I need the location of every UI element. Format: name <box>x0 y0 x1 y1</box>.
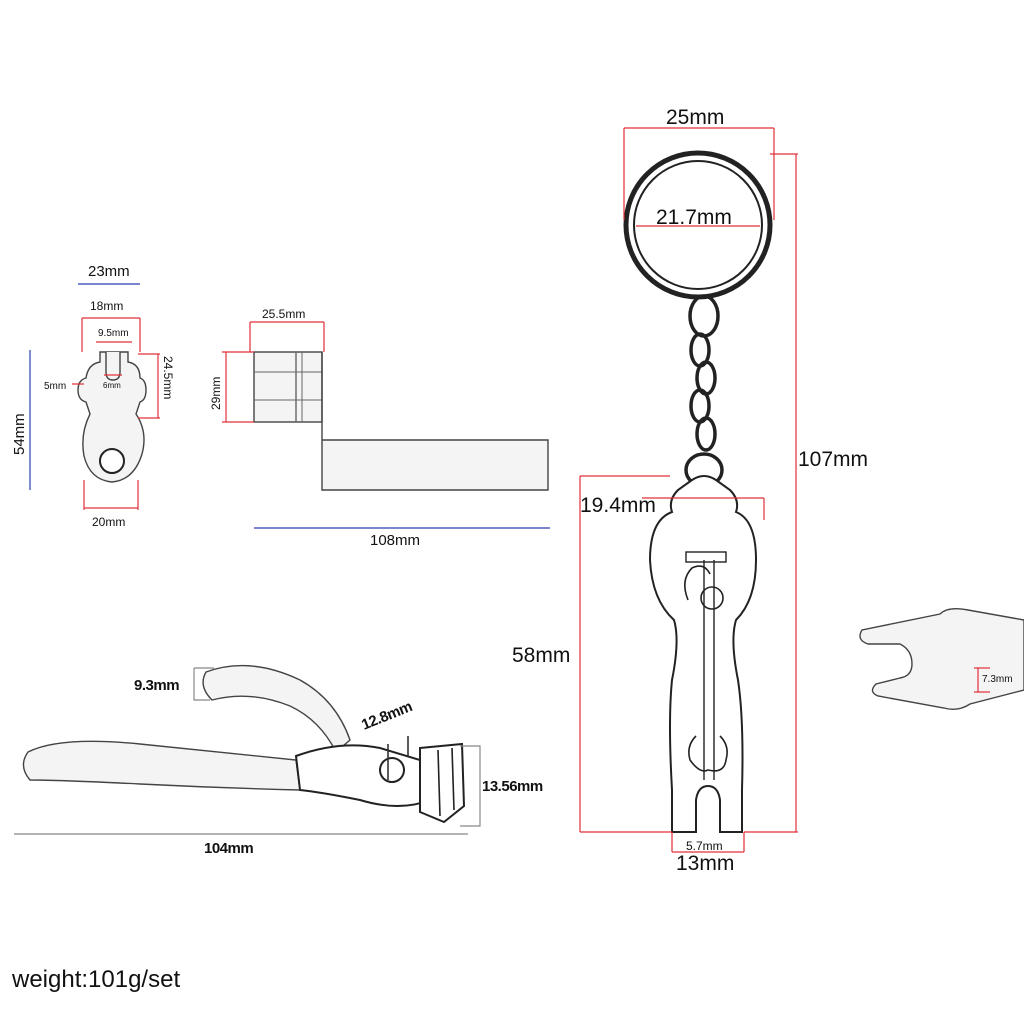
pliers-head <box>419 742 466 824</box>
dim-side-total-length: 108mm <box>370 532 420 549</box>
pliers-lower-handle <box>22 740 301 791</box>
dim-side-head-width: 25.5mm <box>262 307 305 321</box>
dim-winder-overall-width: 23mm <box>88 263 130 280</box>
dim-body-width: 19.4mm <box>580 494 656 517</box>
pliers: 9.3mm 12.8mm 13.56mm 104mm <box>14 664 543 857</box>
dim-keychain-total-height: 107mm <box>798 448 868 471</box>
dim-ring-outer: 25mm <box>666 106 724 129</box>
dim-winder-inner-width: 6mm <box>103 381 121 390</box>
wrench-head <box>859 607 1024 711</box>
winder-side-arm <box>321 352 549 491</box>
winder-side-view: 25.5mm 29mm 108mm <box>209 307 550 549</box>
dim-winder-top-width: 18mm <box>90 299 123 313</box>
weight-label: weight:101g/set <box>12 966 181 993</box>
winder-front-slot <box>105 352 121 381</box>
dim-pliers-total-length: 104mm <box>204 840 253 857</box>
guitar-tool-body <box>648 475 758 833</box>
dim-keychain-bottom-width: 13mm <box>676 852 734 875</box>
dim-pliers-handle-thickness: 9.3mm <box>134 677 179 694</box>
dim-wrench-jaw: 7.3mm <box>982 674 1013 685</box>
dim-side-head-height: 29mm <box>209 377 223 410</box>
pliers-joint <box>294 744 432 807</box>
dim-notch-width: 5.7mm <box>686 839 723 853</box>
winder-front-hole <box>99 448 125 474</box>
winder-front-view: 23mm 18mm 9.5mm 6mm 5mm 24.5mm 54mm 20mm <box>11 263 175 529</box>
dim-winder-side-offset: 5mm <box>44 381 66 392</box>
pliers-upper-handle <box>202 664 351 754</box>
wrench-partial: 7.3mm <box>859 607 1024 711</box>
dim-winder-bottom-width: 20mm <box>92 515 125 529</box>
dim-winder-total-height: 54mm <box>11 413 28 455</box>
dim-body-height: 58mm <box>512 644 570 667</box>
dim-pliers-jaw-depth: 12.8mm <box>359 698 415 734</box>
dim-winder-slot-width: 9.5mm <box>98 328 129 339</box>
winder-side-head <box>253 351 323 423</box>
dim-ring-inner: 21.7mm <box>656 206 732 229</box>
dim-pliers-head-height: 13.56mm <box>482 778 543 795</box>
dim-winder-head-height: 24.5mm <box>161 356 175 399</box>
keychain: 25mm 21.7mm 107mm 19.4mm 58mm 5.7mm 13mm <box>512 106 868 875</box>
